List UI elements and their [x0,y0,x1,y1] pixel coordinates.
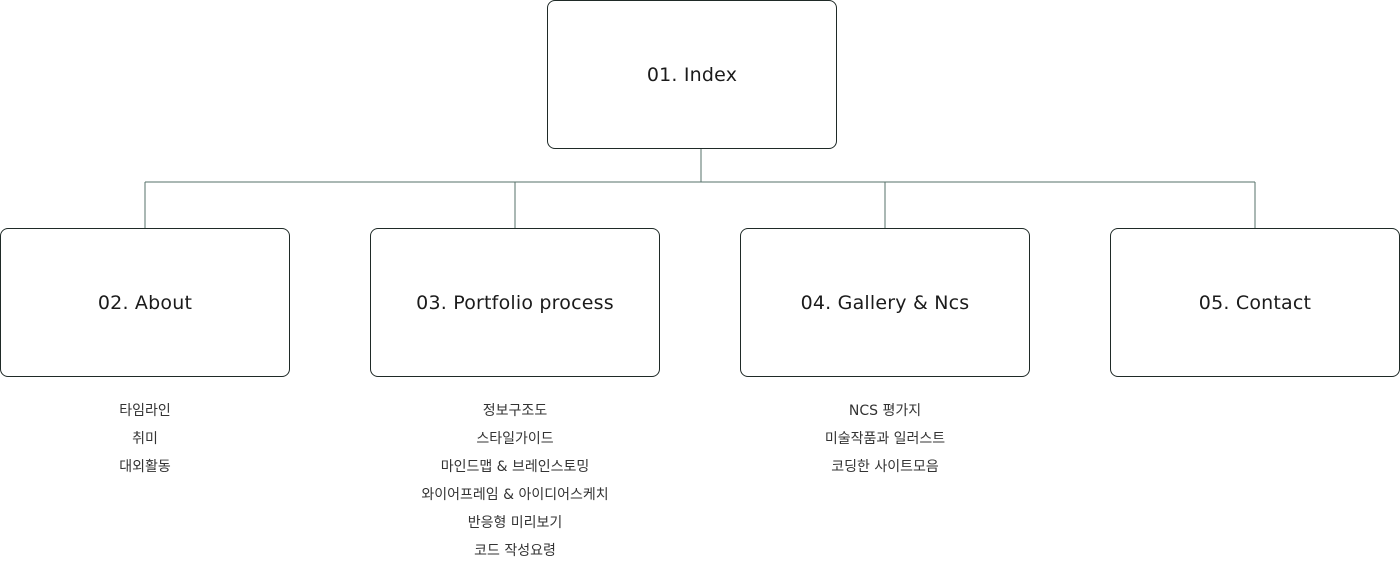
node-about-label: 02. About [97,291,193,314]
node-gallery[interactable]: 04. Gallery & Ncs [740,228,1030,377]
about-item-hobby[interactable]: 취미 [132,431,158,447]
node-index[interactable]: 01. Index [547,0,837,149]
node-contact[interactable]: 05. Contact [1110,228,1400,377]
node-about[interactable]: 02. About [0,228,290,377]
node-portfolio[interactable]: 03. Portfolio process [370,228,660,377]
node-gallery-label: 04. Gallery & Ncs [800,291,970,314]
portfolio-item-ia[interactable]: 정보구조도 [482,403,548,419]
portfolio-item-responsive[interactable]: 반응형 미리보기 [467,515,563,531]
about-sublist: 타임라인 취미 대외활동 [0,397,290,481]
node-portfolio-label: 03. Portfolio process [416,291,614,314]
node-contact-label: 05. Contact [1198,291,1312,314]
gallery-item-artwork[interactable]: 미술작품과 일러스트 [824,431,946,447]
portfolio-item-code-guide[interactable]: 코드 작성요령 [474,543,556,559]
gallery-item-sites[interactable]: 코딩한 사이트모음 [831,459,939,475]
portfolio-item-styleguide[interactable]: 스타일가이드 [476,431,554,447]
portfolio-item-mindmap[interactable]: 마인드맵 & 브레인스토밍 [440,459,590,475]
about-item-activities[interactable]: 대외활동 [119,459,171,475]
gallery-item-ncs[interactable]: NCS 평가지 [848,403,922,419]
about-item-timeline[interactable]: 타임라인 [119,403,171,419]
node-index-label: 01. Index [646,63,738,86]
gallery-sublist: NCS 평가지 미술작품과 일러스트 코딩한 사이트모음 [740,397,1030,481]
portfolio-sublist: 정보구조도 스타일가이드 마인드맵 & 브레인스토밍 와이어프레임 & 아이디어… [370,397,660,565]
portfolio-item-wireframe[interactable]: 와이어프레임 & 아이디어스케치 [421,487,609,503]
